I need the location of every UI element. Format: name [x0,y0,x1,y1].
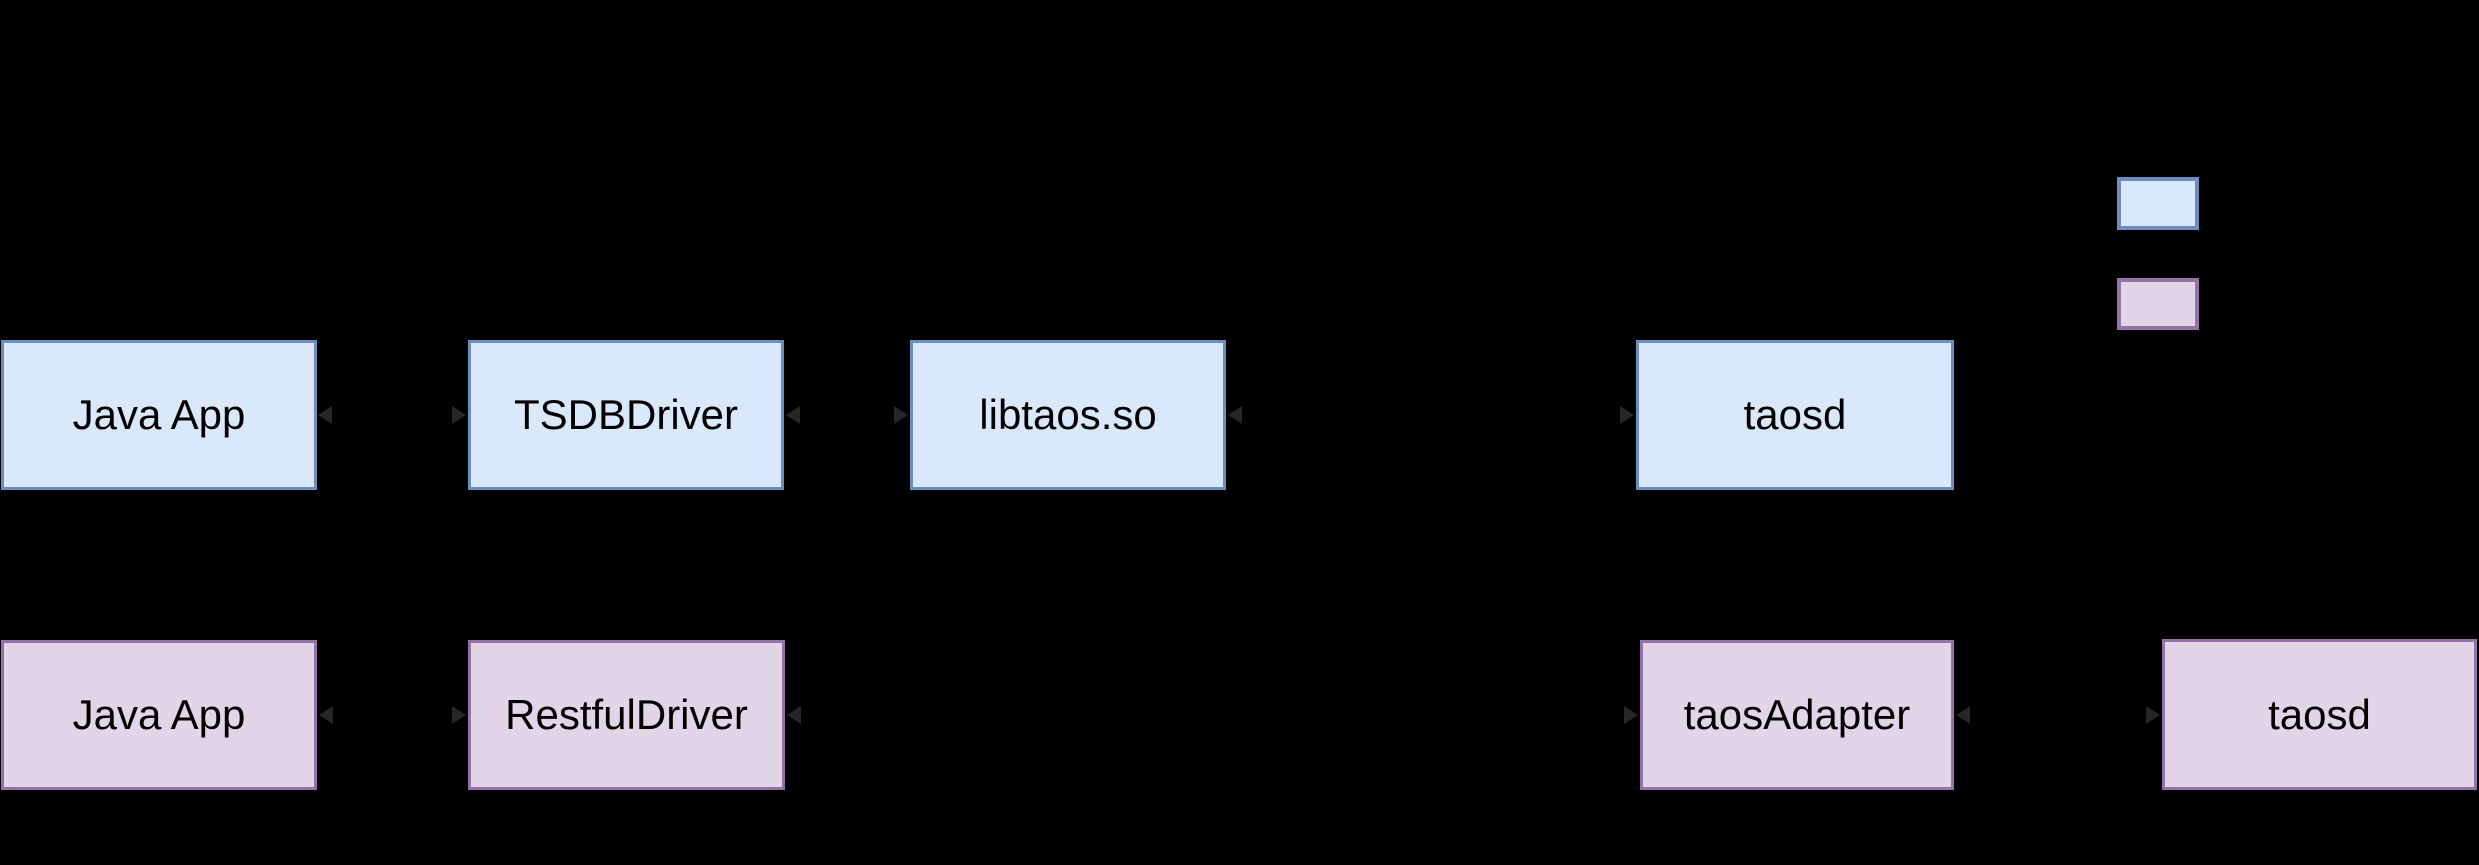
arrowhead-mark [894,406,908,424]
arrowhead-mark [452,706,466,724]
arrowhead-mark [1624,706,1638,724]
node-taos-adapter: taosAdapter [1640,640,1954,790]
node-java-app-restful: Java App [1,640,317,790]
legend-swatch-restful [2117,278,2199,330]
node-tsdb-driver: TSDBDriver [468,340,784,490]
arrowhead-mark [1620,406,1634,424]
node-restful-driver-label: RestfulDriver [505,691,748,738]
node-taosd-restful: taosd [2162,639,2477,790]
arrowhead-mark [452,406,466,424]
node-tsdb-driver-label: TSDBDriver [513,391,738,438]
node-restful-driver: RestfulDriver [468,640,785,790]
node-taosd-jni: taosd [1636,340,1954,490]
arrowhead-mark [1956,706,1970,724]
node-taosd-restful-label: taosd [2268,690,2371,738]
node-java-app-jni: Java App [1,340,317,490]
arrowhead-mark [786,406,800,424]
arrowhead-mark [318,406,332,424]
arrowhead-mark [319,706,333,724]
arrowhead-mark [787,706,801,724]
arrowhead-mark [1228,406,1242,424]
legend-swatch-jni [2117,177,2199,230]
node-taosd-jni-label: taosd [1743,391,1847,438]
node-java-app-restful-label: Java App [72,691,246,738]
node-libtaos-so: libtaos.so [910,340,1226,490]
arrowhead-mark [2146,706,2160,724]
node-java-app-jni-label: Java App [72,391,246,438]
node-taos-adapter-label: taosAdapter [1683,691,1911,738]
node-libtaos-so-label: libtaos.so [979,391,1157,438]
